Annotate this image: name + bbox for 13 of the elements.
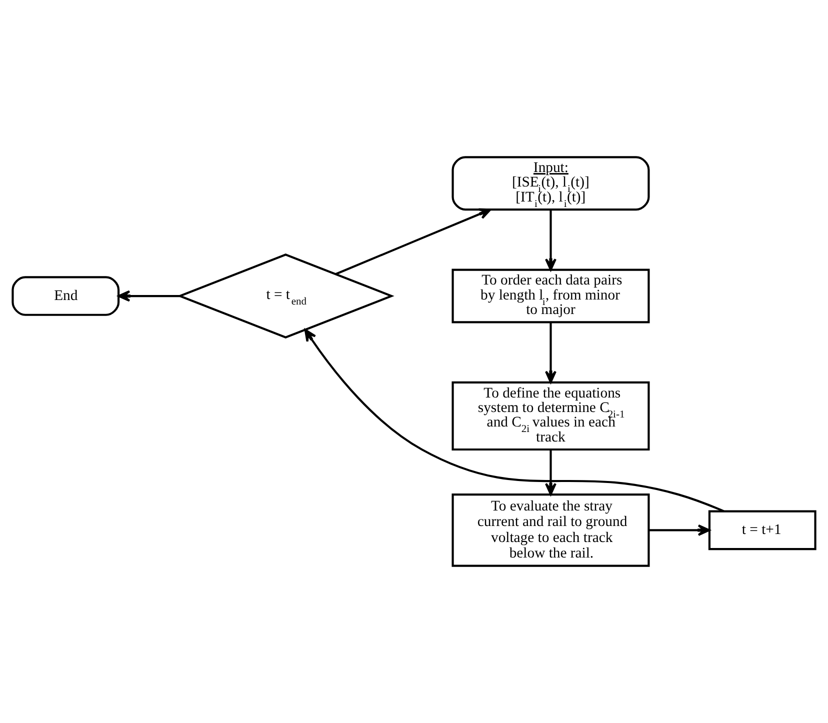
node-box: Input: [ISE$_{i}$(t), l$_{i}$(t)] [IT$_{i}$(t), l$_{i}$(t)] xyxy=(452,156,650,211)
arrow xyxy=(544,210,556,271)
node-box: End xyxy=(12,276,120,316)
node-box: To order each data pairs by length l$_{i}$, from minor to major xyxy=(452,268,650,324)
arrow xyxy=(118,290,180,302)
arrow xyxy=(544,322,556,384)
arrow xyxy=(544,450,556,496)
node-box: t = t+1 xyxy=(708,510,816,550)
node-box: To define the equations system to determine C$_{2i-1}$ and C$_{2i}$ values in each track xyxy=(452,381,650,451)
arrow xyxy=(335,208,492,276)
node-box: To evaluate the stray current and rail to ground voltage to each track below the rail. xyxy=(452,494,650,567)
arrow xyxy=(304,329,724,512)
arrow xyxy=(648,524,710,536)
